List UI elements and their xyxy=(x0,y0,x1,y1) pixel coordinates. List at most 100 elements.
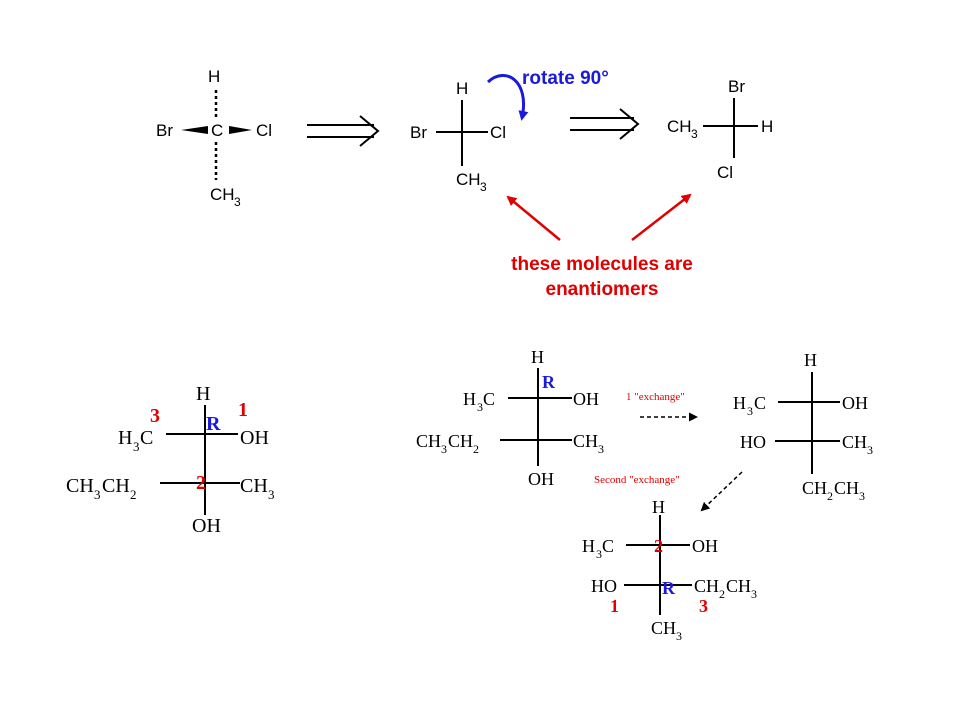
svg-text:CH: CH xyxy=(726,576,751,596)
svg-text:CH: CH xyxy=(210,185,235,204)
svg-text:CH: CH xyxy=(667,117,692,136)
ch3-label: CH 3 xyxy=(842,432,873,457)
atom-h: H xyxy=(652,497,665,517)
ch3-label: CH 3 xyxy=(210,185,241,209)
rotate-arrow xyxy=(486,74,529,121)
svg-text:3: 3 xyxy=(133,439,140,454)
enantiomer-note-line1: these molecules are xyxy=(511,254,693,275)
atom-cl: Cl xyxy=(717,163,733,182)
priority-1: 1 xyxy=(238,399,248,421)
svg-text:2: 2 xyxy=(719,587,725,601)
h3c-label: H 3 C xyxy=(733,393,766,418)
svg-text:H: H xyxy=(463,389,476,409)
atom-h: H xyxy=(456,79,468,98)
ho-label: HO xyxy=(740,432,766,452)
ethyl-label: CH 3 CH 2 xyxy=(66,475,137,502)
svg-text:H: H xyxy=(582,536,595,556)
wedge-bond-right xyxy=(229,126,252,134)
atom-c: C xyxy=(211,121,223,140)
svg-text:2: 2 xyxy=(130,487,137,502)
atom-h: H xyxy=(196,383,210,405)
svg-text:2: 2 xyxy=(827,489,833,503)
priority-3: 3 xyxy=(150,405,160,427)
exchange-2-arrow xyxy=(700,471,743,512)
ethyl-label: CH 3 CH 2 xyxy=(416,431,479,456)
svg-text:CH: CH xyxy=(448,431,473,451)
config-r: R xyxy=(542,372,556,392)
atom-cl: Cl xyxy=(490,123,506,142)
svg-text:3: 3 xyxy=(747,404,753,418)
svg-text:CH: CH xyxy=(842,432,867,452)
priority-2: 2 xyxy=(654,536,663,556)
fischer-diol-mol3: H H 3 C OH HO CH 2 CH 3 CH 3 2 R 1 3 xyxy=(582,497,757,643)
config-r: R xyxy=(206,413,221,435)
svg-text:CH: CH xyxy=(102,475,130,497)
atom-h: H xyxy=(804,350,817,370)
enantiomer-note-line2: enantiomers xyxy=(546,279,659,300)
svg-text:3: 3 xyxy=(268,487,275,502)
svg-text:H: H xyxy=(733,393,746,413)
fischer-projection-1: H Br Cl CH 3 xyxy=(410,79,506,194)
svg-text:3: 3 xyxy=(676,629,682,643)
oh-label: OH xyxy=(842,393,868,413)
svg-text:3: 3 xyxy=(596,547,602,561)
priority-1: 1 xyxy=(610,596,619,616)
svg-text:2: 2 xyxy=(473,442,479,456)
priority-3: 3 xyxy=(699,596,708,616)
wedge-dash-structure: H Br C Cl CH 3 xyxy=(156,67,272,209)
ho-label: HO xyxy=(591,576,617,596)
config-r: R xyxy=(662,578,676,598)
svg-text:CH: CH xyxy=(240,475,268,497)
svg-text:CH: CH xyxy=(694,576,719,596)
oh-bottom-label: OH xyxy=(192,515,221,537)
svg-text:C: C xyxy=(602,536,614,556)
ethyl-label: CH 2 CH 3 xyxy=(694,576,757,601)
atom-h: H xyxy=(208,67,220,86)
enantiomer-arrow-right xyxy=(631,193,692,241)
atom-br: Br xyxy=(410,123,427,142)
h3c-label: H 3 C xyxy=(582,536,614,561)
oh-label: OH xyxy=(240,427,269,449)
h3c-label: H 3 C xyxy=(118,427,153,454)
atom-cl: Cl xyxy=(256,121,272,140)
ch3-label: CH 3 xyxy=(667,117,698,141)
svg-text:CH: CH xyxy=(66,475,94,497)
wedge-bond-left xyxy=(181,126,208,134)
fischer-diol-left: H H 3 C OH CH 3 CH 2 CH 3 OH 3 1 R 2 xyxy=(66,383,275,537)
svg-text:CH: CH xyxy=(456,170,481,189)
atom-h: H xyxy=(761,117,773,136)
svg-text:3: 3 xyxy=(867,443,873,457)
oh-label: OH xyxy=(692,536,718,556)
atom-h: H xyxy=(531,347,544,367)
svg-text:3: 3 xyxy=(441,442,447,456)
ethyl-label: CH 2 CH 3 xyxy=(802,478,865,503)
svg-text:C: C xyxy=(140,427,153,449)
fischer-projection-2: Br CH 3 H Cl xyxy=(667,77,773,182)
svg-text:3: 3 xyxy=(94,487,101,502)
svg-text:3: 3 xyxy=(691,127,698,141)
svg-text:C: C xyxy=(483,389,495,409)
exchange-2-label: Second "exchange" xyxy=(594,474,680,486)
fischer-diol-mol1: H H 3 C OH CH 3 CH 2 CH 3 OH R xyxy=(416,347,604,489)
svg-text:CH: CH xyxy=(834,478,859,498)
ch3-label: CH 3 xyxy=(240,475,275,502)
svg-text:3: 3 xyxy=(480,180,487,194)
svg-text:CH: CH xyxy=(573,431,598,451)
svg-text:3: 3 xyxy=(234,195,241,209)
priority-2: 2 xyxy=(196,472,206,494)
svg-text:3: 3 xyxy=(859,489,865,503)
ch3-label: CH 3 xyxy=(456,170,487,194)
svg-text:CH: CH xyxy=(416,431,441,451)
equivalence-arrow-2 xyxy=(570,108,640,140)
rotate-label: rotate 90° xyxy=(522,68,609,89)
svg-text:3: 3 xyxy=(751,587,757,601)
fischer-diol-mol2: H H 3 C OH HO CH 3 CH 2 CH 3 xyxy=(733,350,873,503)
enantiomer-arrow-left xyxy=(506,195,561,241)
svg-text:CH: CH xyxy=(651,618,676,638)
exchange-1-label: 1 "exchange" xyxy=(626,391,685,403)
atom-br: Br xyxy=(156,121,173,140)
ch3-label: CH 3 xyxy=(651,618,682,643)
oh-bottom-label: OH xyxy=(528,469,554,489)
